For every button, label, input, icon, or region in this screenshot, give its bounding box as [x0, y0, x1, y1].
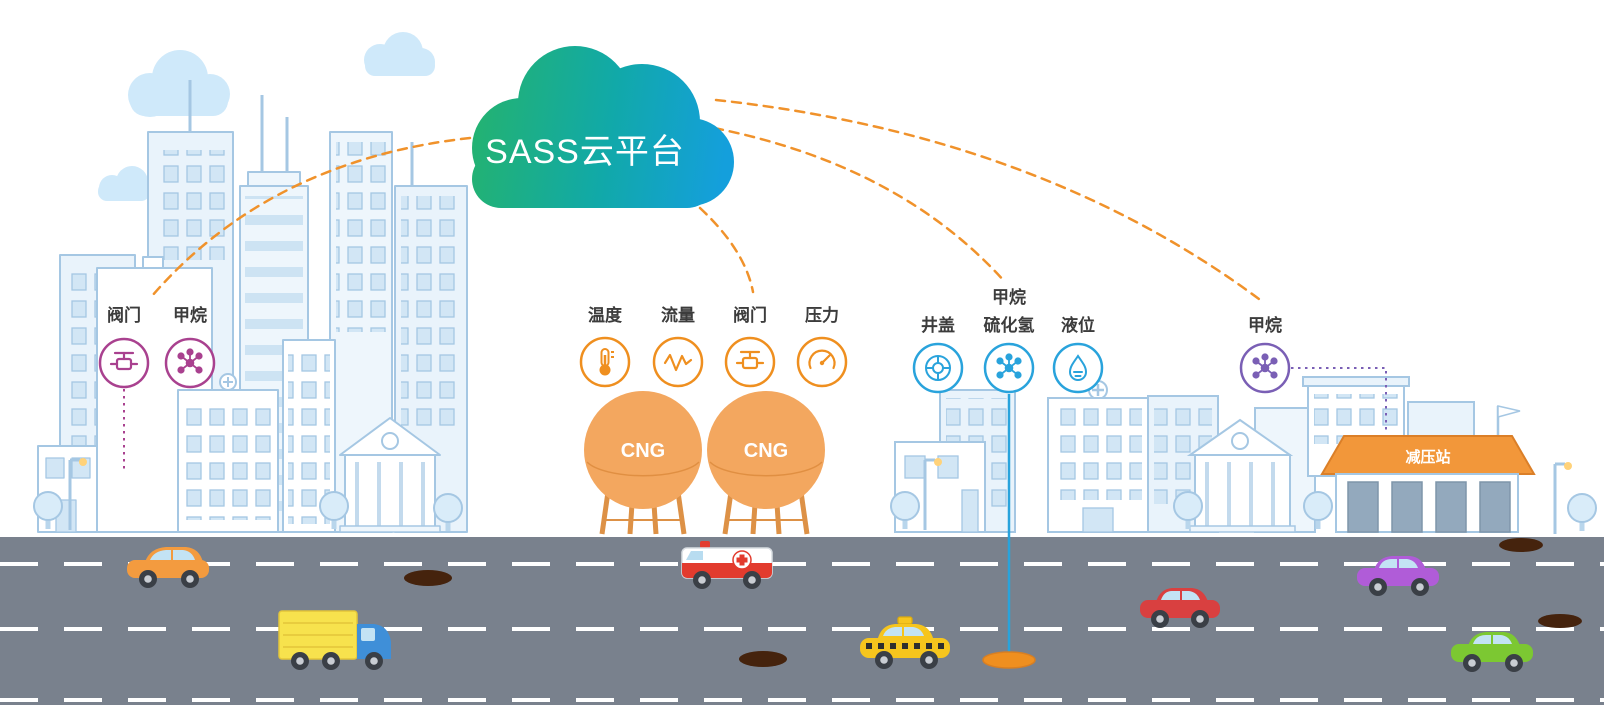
sensor-label-methane: 甲烷 — [1248, 315, 1282, 335]
sensor-group-station: 甲烷 — [1239, 315, 1291, 394]
manhole-cover — [1499, 538, 1543, 552]
cloud-decoration — [98, 166, 150, 201]
building-window-grid — [288, 348, 330, 524]
sensor-circle — [724, 336, 776, 388]
tower-cap — [247, 171, 301, 187]
truck-yellow — [278, 610, 391, 670]
sensor-label-flow: 流量 — [661, 305, 695, 325]
cng-tank-sphere — [584, 391, 702, 509]
building-base — [339, 525, 441, 533]
sensor-circle — [1052, 342, 1104, 394]
car-red — [1140, 588, 1220, 628]
window — [45, 457, 65, 479]
tree — [1567, 493, 1597, 532]
door — [1082, 507, 1114, 533]
sensor-circle — [912, 342, 964, 394]
road — [0, 537, 1604, 705]
cloud-platform: SASS云平台 — [472, 46, 734, 208]
car-orange — [127, 547, 209, 588]
manhole-cover — [404, 570, 452, 586]
cloud-decoration — [364, 32, 435, 76]
manhole-cover — [739, 651, 787, 667]
cloud-decoration — [128, 50, 230, 117]
sensor-group-cng: 温度 流量 阀门 压力 — [579, 305, 848, 388]
pressure-reduction-station: 减压站 — [1302, 376, 1597, 536]
building-window-grid — [184, 400, 272, 520]
bay-door — [1479, 481, 1511, 533]
window — [937, 455, 959, 479]
arc-to-cng-sensors — [698, 206, 755, 294]
flag — [1497, 405, 1521, 418]
connection-arcs — [150, 98, 1265, 304]
sensor-label-h2s: 硫化氢 — [984, 315, 1035, 335]
car-green — [1451, 632, 1533, 672]
sensor-label-methane: 甲烷 — [173, 305, 207, 325]
arc-to-city-sensors — [150, 136, 472, 298]
arc-to-station-sensor — [714, 98, 1265, 304]
monitored-manhole — [982, 651, 1036, 669]
star-emblem — [1231, 432, 1249, 450]
sensor-group-city: 阀门 甲烷 — [98, 305, 216, 389]
car-purple — [1357, 556, 1439, 596]
building-base — [1189, 525, 1296, 533]
street-lamp — [1553, 460, 1574, 536]
cng-tank-label: CNG — [621, 440, 665, 462]
sensor-label-valve: 阀门 — [107, 305, 141, 325]
star-emblem — [381, 432, 399, 450]
arc-to-pipeline-sensors — [712, 126, 1007, 284]
city-skyline-left — [33, 80, 468, 533]
classical-building — [1194, 454, 1291, 529]
bay-door — [1391, 481, 1423, 533]
ambulance — [681, 541, 773, 589]
cloud-platform-label: SASS云平台 — [485, 133, 685, 171]
sensor-label-methane: 甲烷 — [992, 287, 1026, 307]
sensor-circle — [98, 337, 150, 389]
sensor-label-temperature: 温度 — [588, 305, 623, 325]
taxi-yellow — [860, 616, 950, 669]
building-window-grid — [1054, 408, 1142, 500]
bay-door — [1347, 481, 1379, 533]
sensor-label-manhole: 井盖 — [921, 315, 955, 335]
building-window-grid — [336, 142, 386, 332]
sensor-label-level: 液位 — [1061, 315, 1095, 335]
door — [961, 489, 979, 533]
manhole-cover — [1538, 614, 1582, 628]
tank-legs — [722, 491, 810, 535]
city-skyline-right — [890, 380, 1333, 533]
tank-legs — [599, 491, 687, 535]
building-window-grid — [401, 196, 461, 426]
vehicles — [127, 541, 1533, 672]
building-window-grid — [156, 150, 225, 260]
sensor-label-valve: 阀门 — [733, 305, 767, 325]
sensor-label-pressure: 压力 — [805, 305, 839, 325]
roof-cap — [1302, 376, 1410, 387]
bay-door — [1435, 481, 1467, 533]
cng-tank-label: CNG — [744, 440, 788, 462]
cloud-shape — [472, 46, 734, 208]
cng-tank-sphere — [707, 391, 825, 509]
station-label: 减压站 — [1405, 448, 1450, 466]
sky-clouds — [98, 32, 435, 201]
cng-tanks: CNG CNG — [584, 391, 825, 535]
sensor-group-pipeline: 井盖 甲烷 硫化氢 液位 — [912, 287, 1104, 394]
sensor-circle — [652, 336, 704, 388]
window — [904, 455, 926, 479]
roof-sign — [142, 256, 164, 269]
